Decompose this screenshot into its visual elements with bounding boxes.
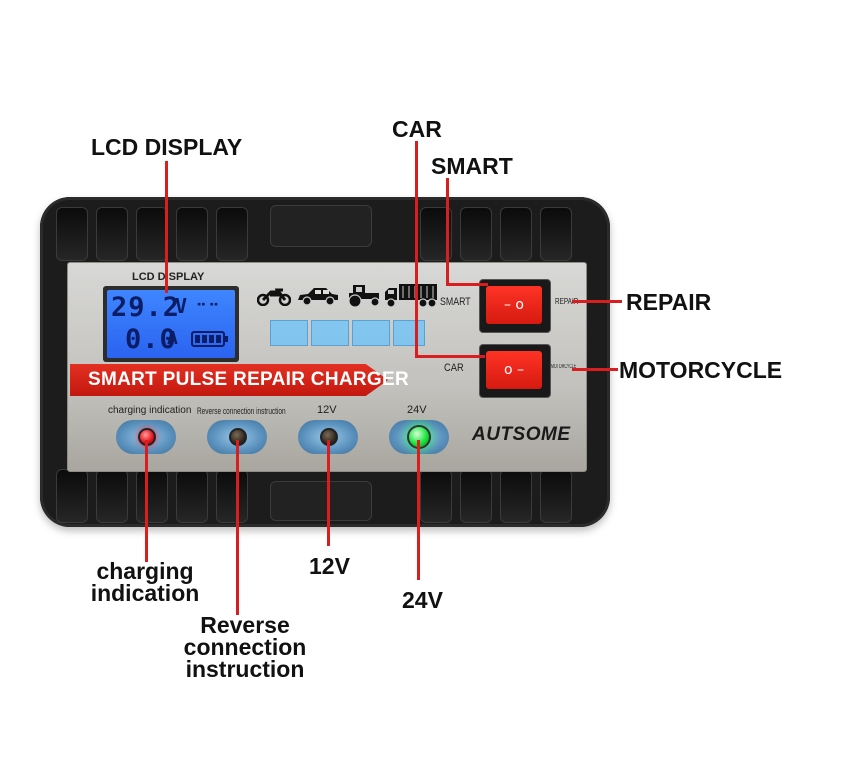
callout-lcd-display: LCD DISPLAY: [91, 134, 243, 160]
mode-indicator-motorcycle: [270, 320, 308, 346]
lcd-mode-marks: ▪▪ ▪▪: [197, 300, 219, 308]
panel-led-label-reverse: Reverse connection instruction: [197, 406, 286, 416]
panel-led-label-24v: 24V: [407, 404, 427, 416]
grip-slot: [216, 207, 248, 261]
grip-slot: [176, 207, 208, 261]
leader-smart-vertical: [446, 178, 449, 284]
bottom-handle: [270, 481, 372, 521]
callout-repair: REPAIR: [626, 289, 712, 315]
leader-12v: [327, 440, 330, 546]
grip-slot: [56, 469, 88, 523]
callout-charging-line1: charging: [96, 558, 194, 584]
grip-slot: [96, 469, 128, 523]
leader-reverse: [236, 440, 239, 615]
callout-reverse-line3: instruction: [185, 656, 305, 682]
smart-repair-switch[interactable]: – o: [486, 286, 542, 324]
leader-repair: [572, 300, 622, 303]
grip-slot: [136, 207, 168, 261]
leader-car-vertical: [415, 141, 418, 357]
lcd-screen: 29.2 V ▪▪ ▪▪ 0.0 A: [107, 290, 235, 358]
battery-icon: [191, 331, 228, 347]
car-icon: [298, 288, 338, 306]
callout-smart: SMART: [431, 153, 513, 179]
grip-slot: [176, 469, 208, 523]
panel-car-label: CAR: [444, 362, 464, 374]
lcd-current: 0.0: [125, 324, 177, 355]
callout-reverse-line1: Reverse: [200, 612, 290, 638]
banner-text: SMART PULSE REPAIR CHARGER: [88, 369, 409, 390]
leader-car-horizontal: [415, 355, 485, 358]
panel-smart-label: SMART: [440, 296, 471, 308]
grip-slot: [540, 207, 572, 261]
grip-slot: [460, 469, 492, 523]
callout-motorcycle: MOTORCYCLE: [619, 357, 783, 383]
grip-slot: [216, 469, 248, 523]
tractor-icon: [348, 285, 380, 307]
mode-indicator-tractor: [352, 320, 390, 346]
lcd-current-unit: A: [167, 328, 179, 349]
lcd-voltage: 29.2: [111, 292, 181, 323]
callout-charging-indication: charging indication: [80, 558, 210, 606]
panel-motorcycle-label: MOTORCYCLE: [551, 364, 577, 370]
grip-slot: [56, 207, 88, 261]
grip-slot: [460, 207, 492, 261]
panel-lcd-label: LCD DISPLAY: [132, 271, 205, 283]
motorcycle-icon: [257, 288, 291, 306]
callout-12v: 12V: [309, 553, 350, 579]
panel-led-label-charging: charging indication: [108, 405, 192, 416]
leader-24v: [417, 440, 420, 580]
leader-lcd: [165, 161, 168, 293]
grip-slot: [420, 469, 452, 523]
grip-slot: [136, 469, 168, 523]
banner: [70, 364, 388, 396]
mode-indicator-truck: [393, 320, 425, 346]
grip-slot: [540, 469, 572, 523]
panel-led-label-12v: 12V: [317, 404, 337, 416]
grip-slot: [96, 207, 128, 261]
callout-charging-line2: indication: [90, 580, 200, 606]
grip-slot: [500, 469, 532, 523]
car-motorcycle-switch[interactable]: o –: [486, 351, 542, 389]
lcd-voltage-unit: V: [175, 294, 189, 318]
top-handle: [270, 205, 372, 247]
mode-indicator-car: [311, 320, 349, 346]
leader-smart-horizontal: [446, 283, 488, 286]
grip-slot: [500, 207, 532, 261]
panel-repair-label: REPAIR: [555, 297, 579, 306]
brand-logo: AUTSOME: [472, 424, 571, 445]
truck-icon: [385, 284, 437, 308]
leader-charging: [145, 440, 148, 562]
leader-motorcycle: [572, 368, 618, 371]
callout-reverse-connection: Reverse connection instruction: [170, 612, 320, 682]
callout-car: CAR: [392, 116, 442, 142]
callout-reverse-line2: connection: [183, 634, 307, 660]
callout-24v: 24V: [402, 587, 443, 613]
